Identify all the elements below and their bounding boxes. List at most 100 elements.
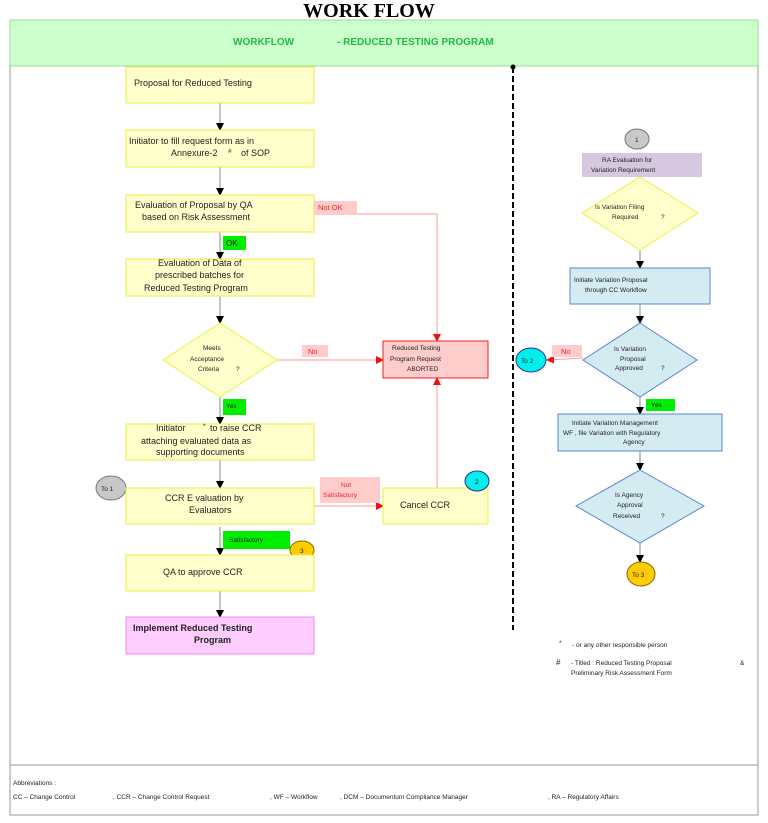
diagram-text: Agency [623, 439, 645, 446]
diagram-text: Abbreviations : [13, 780, 56, 787]
diagram-text: 2 [475, 479, 479, 486]
diagram-text: through CC Workflow [585, 287, 647, 294]
label-satisfactory: Satisfactory [223, 531, 290, 549]
diagram-text: To 3 [632, 572, 645, 579]
diagram-text: of SOP [241, 148, 270, 158]
divider-dot [510, 64, 516, 70]
diagram-text: Proposal for Reduced Testing [134, 78, 252, 88]
box-initiate-variation-management[interactable]: Initiate Variation Management WF , file … [557, 413, 723, 452]
step-qa-evaluation[interactable]: Evaluation of Proposal by QA based on Ri… [125, 194, 315, 233]
connector-to-1[interactable]: To 1 [95, 475, 127, 501]
page-title: WORK FLOW [303, 0, 435, 22]
step-implement-program[interactable]: Implement Reduced Testing Program [125, 616, 315, 655]
diagram-text: Not [341, 482, 351, 489]
label-not-ok: Not OK [314, 201, 357, 214]
box-cancel-ccr[interactable]: Cancel CCR [382, 487, 489, 525]
diagram-text: Initiator [156, 423, 186, 433]
diagram-text: supporting documents [156, 447, 245, 457]
diagram-text: Satisfactory [323, 492, 358, 499]
abbreviations-box [9, 764, 759, 816]
connector-2[interactable]: 2 [464, 470, 490, 492]
header-program: - REDUCED TESTING PROGRAM [337, 37, 494, 48]
diagram-text: No [308, 347, 318, 356]
box-request-aborted[interactable]: Reduced Testing Program Request ABORTED [382, 340, 489, 379]
step-proposal[interactable]: Proposal for Reduced Testing [125, 66, 315, 104]
diagram-text: Evaluation of Data of [158, 258, 242, 268]
diagram-text: ? [661, 365, 665, 372]
diagram-text: - or any other responsible person [572, 642, 668, 649]
label-no: No [302, 345, 328, 357]
diagram-text: WF , file Variation with Regulatory [563, 430, 661, 437]
diagram-text: Criteria [198, 366, 219, 373]
decision-acceptance-criteria[interactable]: Meets Acceptance Criteria ? [162, 322, 278, 398]
diagram-text: QA to approve CCR [163, 567, 243, 577]
connector-to-2[interactable]: To 2 [515, 347, 547, 373]
step-fill-request-form[interactable]: Initiator to fill request form as in Ann… [125, 129, 315, 168]
diagram-text: To 2 [521, 358, 534, 365]
diagram-text: Variation Requirement [591, 167, 655, 174]
connector-to-3[interactable]: To 3 [626, 561, 656, 587]
diagram-text: # [228, 148, 232, 155]
diagram-text: # [556, 658, 561, 667]
label-ok: OK [223, 236, 246, 250]
diagram-text: * [203, 423, 206, 430]
label-not-satisfactory: Not Satisfactory [320, 477, 380, 503]
abbreviations: Abbreviations : CC – Change Control , CC… [13, 780, 619, 801]
diagram-text: Initiate Variation Proposal [574, 277, 648, 284]
diagram-text: Program [194, 635, 231, 645]
diagram-text: , CCR – Change Control Request [113, 794, 210, 801]
diagram-text: Evaluation of Proposal by QA [135, 200, 253, 210]
diagram-text: based on Risk Assessment [142, 212, 251, 222]
diagram-text: CCR E valuation by [165, 493, 244, 503]
diagram-text: Meets [203, 345, 221, 352]
decision-variation-filing[interactable]: Is Variation Filing Required ? [581, 176, 699, 251]
diagram-text: Preliminary Risk Assessment Form [571, 670, 672, 677]
decision-agency-approval[interactable]: Is Agency Approval Received ? [574, 469, 706, 544]
diagram-text: 1 [635, 137, 639, 144]
diagram-text: CC – Change Control [13, 794, 76, 801]
diagram-text: Annexure-2 [171, 148, 218, 158]
label-yes: Yes [223, 399, 246, 415]
diagram-text: Not OK [318, 203, 343, 212]
diagram-text: Received [613, 513, 640, 520]
label-yes-right: Yes [646, 399, 675, 411]
diagram-text: , WF – Workflow [270, 794, 318, 801]
diagram-text: Approval [617, 502, 643, 509]
diagram-text: Initiator to fill request form as in [129, 136, 254, 146]
diagram-text: Yes [651, 402, 662, 409]
step-ccr-evaluation[interactable]: CCR E valuation by Evaluators [125, 487, 315, 525]
diagram-text: - Titled : Reduced Testing Proposal [571, 660, 672, 667]
decision-variation-approved[interactable]: Is Variation Proposal Approved ? [582, 322, 698, 398]
diagram-text: Is Agency [615, 492, 644, 499]
diagram-text: ? [661, 513, 665, 520]
diagram-text: , DCM – Documentum Compliance Manager [340, 794, 469, 801]
diagram-text: Program Request [390, 356, 441, 363]
step-data-evaluation[interactable]: Evaluation of Data of prescribed batches… [125, 258, 315, 297]
header-banner: WORKFLOW - REDUCED TESTING PROGRAM [9, 19, 759, 67]
diagram-text: to raise CCR [210, 423, 262, 433]
step-raise-ccr[interactable]: Initiator * to raise CCR attaching evalu… [125, 423, 315, 461]
box-ra-evaluation[interactable]: RA Evaluation for Variation Requirement [582, 153, 702, 177]
connector-1[interactable]: 1 [624, 128, 650, 150]
diagram-text: attaching evaluated data as [141, 436, 252, 446]
no-connector [546, 355, 584, 364]
diagram-text: Evaluators [189, 505, 232, 515]
diagram-text: 3 [300, 548, 304, 555]
diagram-text: Required [612, 214, 639, 221]
diagram-text: Reduced Testing [392, 345, 441, 352]
step-qa-approve-ccr[interactable]: QA to approve CCR [125, 554, 315, 592]
diagram-text: Reduced Testing Program [144, 283, 248, 293]
diagram-text: Acceptance [190, 356, 224, 363]
diagram-text: Initiate Variation Management [572, 420, 658, 427]
diagram-text: ? [661, 214, 665, 221]
label-no-right: No [552, 345, 582, 357]
diagram-text: Yes [226, 403, 237, 410]
box-initiate-variation-proposal[interactable]: Initiate Variation Proposal through CC W… [569, 267, 711, 305]
diagram-text: Is Variation [614, 346, 646, 353]
diagram-text: Implement Reduced Testing [133, 623, 252, 633]
diagram-text: Proposal [620, 356, 646, 363]
diagram-text: ABORTED [407, 366, 439, 373]
header-label: WORKFLOW [233, 37, 295, 48]
diagram-text: Satisfactory [229, 537, 264, 544]
